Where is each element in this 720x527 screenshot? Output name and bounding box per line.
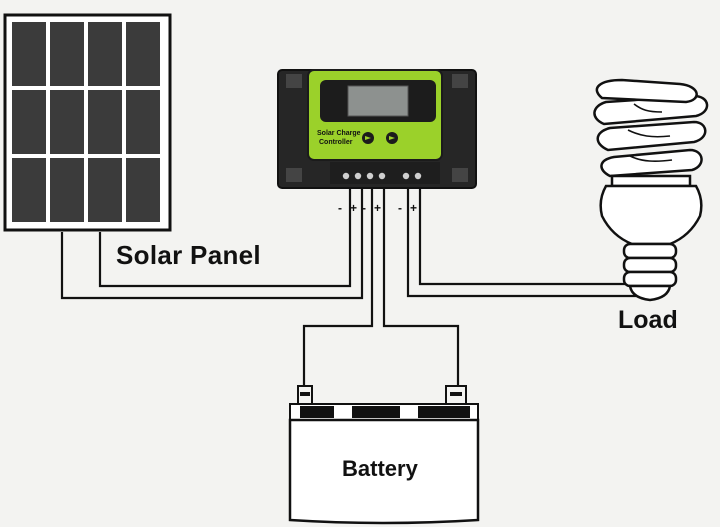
- load-label: Load: [618, 306, 678, 334]
- polarity-mark: +: [350, 201, 357, 215]
- panel-cell: [88, 158, 122, 222]
- battery: [288, 385, 480, 525]
- polarity-mark: -: [398, 201, 402, 215]
- terminal-screw: [342, 172, 350, 180]
- load-bulb: [593, 78, 709, 302]
- polarity-mark: +: [374, 201, 381, 215]
- controller-title-line1: Solar Charge: [317, 130, 361, 137]
- panel-cell: [12, 22, 46, 86]
- panel-cell: [126, 22, 160, 86]
- polarity-marks: -+-+-+: [338, 201, 417, 215]
- battery-wire-right: [382, 188, 460, 392]
- polarity-mark: +: [410, 201, 417, 215]
- charge-controller: [277, 69, 477, 189]
- panel-cell: [88, 22, 122, 86]
- panel-wire-inner: [98, 188, 352, 288]
- solar-panel: [3, 13, 172, 232]
- solar-panel-label: Solar Panel: [116, 240, 261, 270]
- controller-title-line2: Controller: [319, 139, 353, 146]
- panel-cell: [50, 90, 84, 154]
- panel-cell: [50, 158, 84, 222]
- terminal-screw: [366, 172, 374, 180]
- terminal-screw: [354, 172, 362, 180]
- panel-cell: [50, 22, 84, 86]
- wires: [60, 188, 640, 392]
- panel-cell: [12, 90, 46, 154]
- battery-label: Battery: [342, 456, 418, 481]
- terminal-screw: [414, 172, 422, 180]
- panel-cell: [126, 158, 160, 222]
- polarity-mark: -: [362, 201, 366, 215]
- panel-cell: [126, 90, 160, 154]
- terminal-screw: [402, 172, 410, 180]
- panel-wire-outer: [60, 188, 364, 300]
- battery-wire-left: [302, 188, 374, 392]
- load-wire-inner: [418, 188, 628, 286]
- panel-cell: [12, 158, 46, 222]
- terminal-screws: [342, 172, 422, 180]
- panel-cells: [12, 22, 160, 222]
- panel-cell: [88, 90, 122, 154]
- load-wire-outer: [406, 188, 640, 298]
- polarity-mark: -: [338, 201, 342, 215]
- terminal-screw: [378, 172, 386, 180]
